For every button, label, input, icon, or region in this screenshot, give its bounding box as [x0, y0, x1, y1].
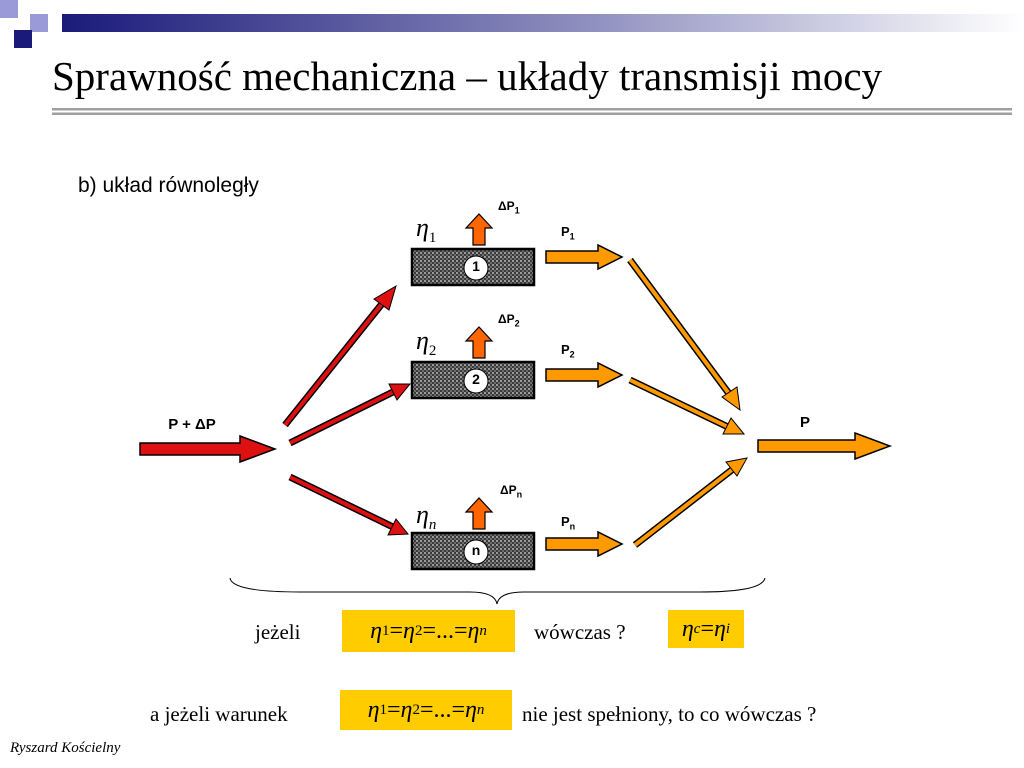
output-label: P — [800, 414, 811, 431]
loss-arrow-n — [464, 497, 494, 530]
eta-label-n: ηn — [416, 500, 437, 534]
condition2-if-label: a jeżeli warunek — [150, 702, 288, 726]
input-label: P + ΔP — [168, 416, 216, 433]
power-label-n: Pn — [561, 514, 576, 532]
branch-arrow-n — [288, 473, 410, 536]
loss-arrow-1 — [464, 213, 494, 246]
branch-arrow-1 — [282, 284, 397, 428]
decor-square — [14, 30, 32, 48]
power-label-1: P1 — [561, 224, 575, 242]
output-arrow — [757, 431, 893, 461]
unit-block-1 — [410, 247, 536, 287]
slide-title: Sprawność mechaniczna – układy transmisj… — [52, 53, 883, 99]
unit-block-2 — [410, 360, 536, 400]
converge-arrow-2 — [628, 376, 746, 435]
condition2-then-label: nie jest spełniony, to co wówczas ? — [522, 702, 817, 726]
loss-arrow-2 — [464, 326, 494, 359]
power-arrow-1 — [545, 243, 624, 271]
loss-label-2: ΔP2 — [498, 312, 520, 329]
unit-block-n — [410, 531, 536, 571]
condition-then-label: wówczas ? — [534, 620, 626, 644]
converge-arrow-n — [632, 457, 748, 548]
loss-label-1: ΔP1 — [498, 199, 520, 216]
converge-arrow-1 — [627, 257, 741, 412]
eta-label-1: η1 — [416, 213, 437, 247]
loss-label-n: ΔPn — [500, 483, 523, 500]
input-arrow — [139, 434, 278, 464]
decor-square — [30, 14, 48, 32]
subtitle: b) układ równoległy — [78, 174, 259, 197]
header-decoration — [0, 0, 1024, 48]
power-arrow-n — [545, 530, 624, 558]
eta-label-2: η2 — [416, 326, 437, 360]
branch-arrow-2 — [288, 383, 412, 447]
title-underline — [52, 108, 1012, 115]
grouping-brace — [229, 577, 766, 605]
author-footer: Ryszard Kościelny — [10, 740, 121, 756]
condition-if-label: jeżeli — [255, 620, 301, 644]
unit-number-n: n — [471, 542, 481, 558]
unit-number-2: 2 — [472, 371, 480, 387]
power-arrow-2 — [545, 361, 624, 389]
decor-square — [0, 0, 18, 18]
header-gradient-bar — [62, 14, 1024, 32]
unit-number-1: 1 — [472, 258, 480, 274]
power-label-2: P2 — [561, 342, 575, 360]
